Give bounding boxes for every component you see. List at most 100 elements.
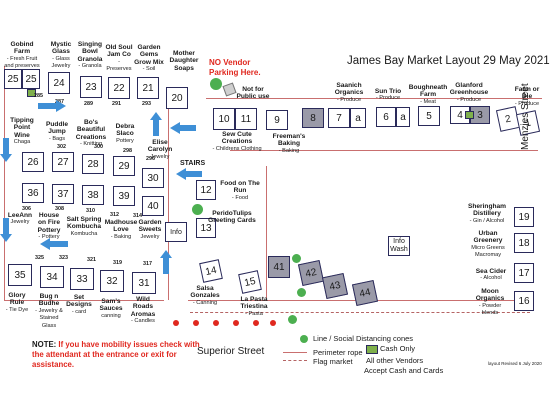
stall-number-321: 321: [87, 257, 96, 263]
booth-25a[interactable]: 25: [4, 69, 22, 89]
booth-35[interactable]: 35: [8, 264, 32, 286]
stall-number-296: 296: [146, 156, 155, 162]
booth-11[interactable]: 11: [235, 108, 257, 130]
vendor-peridotulips: PeridoTulips Greeting Cards: [208, 210, 256, 225]
booth-30[interactable]: 30: [142, 168, 164, 188]
booth-12[interactable]: 12: [196, 180, 216, 200]
booth-25b[interactable]: 25: [22, 69, 40, 89]
booth-32[interactable]: 32: [100, 270, 124, 292]
stall-number-306: 306: [22, 206, 31, 212]
cash-only-marker-glanford: [465, 111, 474, 119]
booth-19[interactable]: 19: [514, 207, 534, 227]
info-wash-booth[interactable]: Info Wash: [388, 236, 410, 256]
vendor-mystic-glass: Mystic Glass- Glass Jewelry: [50, 41, 72, 70]
booth-41[interactable]: 41: [268, 256, 290, 278]
booth-33[interactable]: 33: [70, 268, 94, 290]
stall-number-293: 293: [142, 101, 151, 107]
vendor-sun-trio: Sun Trio- Produce: [374, 88, 402, 102]
booth-26[interactable]: 26: [22, 152, 44, 172]
booth-6a[interactable]: a: [396, 107, 410, 127]
booth-40[interactable]: 40: [142, 196, 164, 216]
booth-9[interactable]: 9: [266, 110, 288, 130]
booth-39[interactable]: 39: [113, 186, 135, 206]
stall-number-287: 287: [55, 99, 64, 105]
booth-5[interactable]: 5: [418, 106, 440, 126]
booth-24[interactable]: 24: [48, 72, 70, 94]
stall-number-317: 317: [143, 261, 152, 267]
vendor-not-public: Not for Public use: [236, 86, 270, 101]
vendor-saanich: Saanich Organics- Produce: [334, 82, 364, 103]
booth-15[interactable]: 15: [238, 270, 262, 294]
walk-direction-arrow: [40, 238, 68, 250]
info-wash-label: Info Wash: [390, 238, 408, 253]
vendor-set-designs: Set Designs- card: [66, 294, 92, 315]
booth-38[interactable]: 38: [82, 185, 104, 205]
vendor-house-on-fire: House on Fire Pottery- Pottery: [37, 212, 61, 241]
walk-direction-arrow: [170, 122, 196, 134]
booth-29[interactable]: 29: [113, 156, 135, 176]
superior-street-label: Superior Street: [197, 346, 265, 357]
booth-18[interactable]: 18: [514, 233, 534, 253]
booth-16[interactable]: 16: [514, 291, 534, 311]
booth-36[interactable]: 36: [22, 183, 44, 203]
vendor-moon-organics: Moon Organics- Powder blends: [475, 288, 505, 317]
vendor-glory-rule: Glory Rule- Tie Dye: [5, 292, 29, 313]
stall-number-285: 285: [34, 93, 43, 99]
booth-3[interactable]: 3: [470, 106, 490, 124]
legend-flag-swatch: [283, 360, 307, 361]
booth-42[interactable]: 42: [297, 259, 325, 287]
booth-7a[interactable]: a: [350, 108, 366, 128]
booth-34[interactable]: 34: [40, 266, 64, 288]
booth-28[interactable]: 28: [82, 154, 104, 174]
booth-6[interactable]: 6: [376, 107, 396, 127]
mobility-note: NOTE: If you have mobility issues check …: [32, 340, 200, 369]
booth-31[interactable]: 31: [132, 272, 156, 294]
vendor-bos-creations: Bo's Beautiful Creations- Knitting: [75, 119, 107, 148]
booth-17[interactable]: 17: [514, 263, 534, 283]
booth-10[interactable]: 10: [213, 108, 235, 130]
booth-8[interactable]: 8: [302, 108, 324, 128]
vendor-sew-cute: Sew Cute Creations- Childrens Clothing: [212, 131, 262, 152]
vendor-sea-cider: Sea Cider- Alcohol: [475, 268, 507, 282]
booth-27[interactable]: 27: [52, 152, 74, 172]
red-street-dot: [173, 320, 179, 326]
legend-all-other-label: All other Vendors: [366, 356, 424, 365]
vendor-boughneath: Boughneath Farm- Meat: [408, 84, 448, 105]
flag-market-line: [190, 312, 530, 313]
green-cone: [288, 315, 297, 324]
walk-direction-arrow: [150, 112, 162, 136]
walk-direction-arrow: [160, 250, 172, 274]
booth-37[interactable]: 37: [52, 184, 74, 204]
booth-13[interactable]: 13: [196, 218, 216, 238]
booth-22[interactable]: 22: [108, 77, 130, 99]
booth-20[interactable]: 20: [166, 87, 188, 109]
vendor-sheringham: Sheringham Distillery- Gin / Alcohol: [467, 203, 507, 224]
info-booth-left[interactable]: Info: [165, 222, 187, 242]
red-street-dot: [253, 320, 259, 326]
booth-14[interactable]: 14: [199, 259, 223, 283]
booth-44[interactable]: 44: [351, 279, 379, 307]
stall-number-298: 298: [123, 148, 132, 154]
stall-number-312: 312: [110, 212, 119, 218]
perimeter-rope-top: [206, 98, 542, 99]
no-vendor-parking-label: NO Vendor Parking Here.: [209, 58, 261, 77]
booth-23[interactable]: 23: [80, 76, 102, 98]
booth-43[interactable]: 43: [321, 272, 349, 300]
green-cone: [192, 204, 203, 215]
booth-21[interactable]: 21: [137, 77, 159, 99]
stall-number-323: 323: [59, 255, 68, 261]
vendor-la-pasta: La Pasta Triestina- Pasta: [240, 296, 268, 317]
vendor-salsa-gonzales: Salsa Gonzales- Canning: [190, 285, 220, 306]
booth-7[interactable]: 7: [328, 108, 350, 128]
vendor-gobind-farm: Gobind Farm- Fresh Fruit and preserves: [4, 41, 40, 70]
stall-number-314: 314: [133, 213, 142, 219]
vendor-old-soul: Old Soul Jam Co- Preserves: [105, 44, 133, 73]
legend-accept-label: Accept Cash and Cards: [364, 366, 444, 375]
legend-flag-label: Flag market: [313, 357, 353, 366]
